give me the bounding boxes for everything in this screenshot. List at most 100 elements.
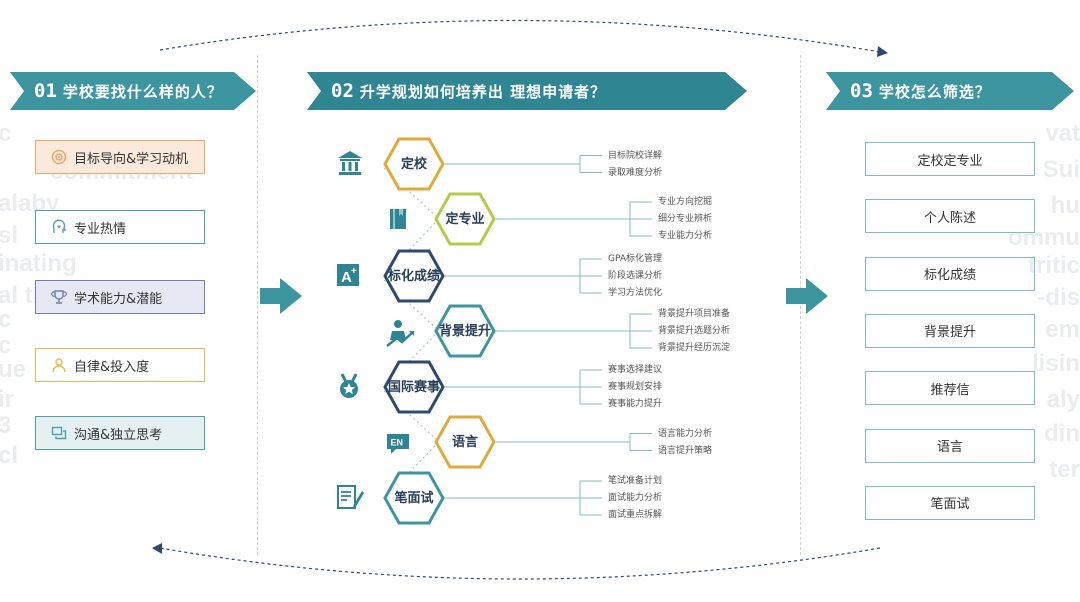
trait-label: 学术能力&潜能 [74, 291, 163, 307]
plan-step-label: 笔面试 [394, 490, 434, 506]
svg-text:EN: EN [391, 438, 404, 448]
section-01-banner: 01 学校要找什么样的人？ [10, 72, 256, 110]
medal-icon [335, 372, 365, 402]
criteria-box: 笔面试 [865, 485, 1035, 520]
head-heart-icon [50, 218, 68, 236]
column-divider-left [257, 55, 258, 555]
plan-step-label: 定专业 [445, 211, 485, 227]
criteria-label: 背景提升 [923, 325, 976, 341]
plan-step-hexagon: 标化成绩 [383, 249, 445, 303]
institution-icon [335, 148, 365, 178]
zigzag-connector [383, 390, 438, 441]
criteria-box: 个人陈述 [865, 199, 1035, 234]
trait-card: 专业热情 [35, 210, 205, 244]
trait-label: 沟通&独立思考 [74, 427, 163, 443]
watermark-text: sl [0, 222, 19, 249]
criteria-label: 笔面试 [930, 497, 970, 513]
section-01-title: 学校要找什么样的人？ [62, 82, 223, 101]
plan-sub-item: 背景提升经历沉淀 [658, 343, 731, 353]
watermark-text: ue [0, 356, 27, 383]
criteria-label: 个人陈述 [923, 210, 976, 226]
zigzag-connector [383, 167, 438, 218]
person-icon [50, 356, 68, 374]
top-flow-arrowhead [877, 46, 888, 57]
criteria-label: 定校定专业 [917, 153, 983, 169]
criteria-box: 推荐信 [865, 371, 1035, 406]
trait-label: 目标导向&学习动机 [74, 151, 189, 167]
plan-sub-item: 面试重点拆解 [608, 510, 663, 520]
plan-step-hexagon: 定专业 [434, 192, 496, 246]
criteria-label: 标化成绩 [923, 268, 976, 284]
criteria-box: 标化成绩 [865, 256, 1035, 291]
plan-sub-item: 赛事选择建议 [608, 365, 663, 375]
watermark-text: em [1045, 316, 1080, 343]
watermark-text: Sui [1042, 156, 1080, 183]
arrow-right-icon [786, 278, 828, 314]
plan-sub-item: 面试能力分析 [608, 493, 663, 503]
watermark-text: ir [0, 386, 15, 413]
section-03-title: 学校怎么筛选？ [878, 82, 991, 101]
criteria-box: 定校定专业 [865, 142, 1035, 176]
watermark-text: inating [0, 250, 77, 277]
column-divider-right [800, 55, 801, 555]
plan-sub-item: 专业能力分析 [658, 231, 713, 241]
plan-step-hexagon: 语言 [434, 415, 496, 469]
bottom-flow-arc [159, 547, 881, 580]
trait-label: 专业热情 [74, 221, 127, 237]
plan-step-label: 国际赛事 [388, 379, 441, 395]
zigzag-connector [383, 279, 438, 330]
watermark-text: ter [1049, 456, 1080, 483]
watermark-text: lisin [1031, 350, 1080, 377]
watermark-text: cl [0, 442, 19, 469]
plan-step-label: 背景提升 [439, 323, 492, 339]
plan-sub-item: 目标院校详解 [608, 150, 663, 161]
plan-sub-item: 细分专业辨析 [658, 214, 713, 224]
watermark-text: ommu [1008, 224, 1080, 251]
top-flow-arc [159, 19, 881, 53]
chat-icon [50, 424, 68, 442]
criteria-label: 推荐信 [930, 382, 970, 398]
plan-sub-item: 语言能力分析 [658, 428, 713, 439]
trophy-icon [50, 288, 68, 306]
watermark-text: vat [1045, 120, 1080, 147]
plan-sub-item: 背景提升项目准备 [658, 309, 731, 319]
watermark-text: c [0, 306, 12, 333]
svg-text:+: + [351, 266, 357, 277]
plan-sub-item: 笔试准备计划 [608, 476, 663, 486]
watermark-text: din [1044, 420, 1080, 447]
trait-card: 自律&投入度 [35, 348, 205, 382]
plan-sub-item: 赛事能力提升 [608, 399, 663, 409]
watermark-text: 3 [0, 412, 12, 439]
plan-step-label: 定校 [400, 156, 427, 172]
criteria-box: 语言 [865, 428, 1035, 463]
arrow-right-icon [260, 278, 302, 314]
plan-step-label: 语言 [451, 434, 478, 450]
watermark-text: -dis [1037, 284, 1080, 311]
plan-sub-item: 专业方向挖掘 [658, 197, 713, 207]
en-icon: EN [385, 430, 415, 460]
section-02-number: 02 [331, 80, 354, 102]
section-03-number: 03 [850, 80, 873, 102]
criteria-label: 语言 [936, 440, 963, 455]
criteria-box: 背景提升 [865, 313, 1035, 348]
zigzag-connector [385, 222, 436, 275]
watermark-text: c [0, 332, 12, 359]
section-02-banner: 02 升学规划如何培养出 理想申请者？ [307, 72, 747, 110]
exam-icon [335, 482, 365, 512]
trait-card: 目标导向&学习动机 [35, 140, 205, 174]
bottom-flow-arrowhead [152, 543, 162, 554]
watermark-text: c [0, 120, 12, 147]
trait-card: 学术能力&潜能 [35, 280, 205, 314]
watermark-text: tritic [1027, 252, 1080, 279]
plan-sub-item: 录取难度分析 [608, 167, 663, 178]
plan-step-hexagon: 笔面试 [383, 471, 445, 525]
plan-step-label: 标化成绩 [388, 268, 441, 284]
plan-step-hexagon: 背景提升 [434, 304, 496, 358]
target-icon [50, 148, 68, 166]
zigzag-connector [385, 334, 436, 386]
section-02-title: 升学规划如何培养出 理想申请者？ [359, 82, 607, 101]
plan-sub-item: 语言提升策略 [658, 445, 713, 456]
plan-sub-item: 学习方法优化 [608, 288, 663, 298]
